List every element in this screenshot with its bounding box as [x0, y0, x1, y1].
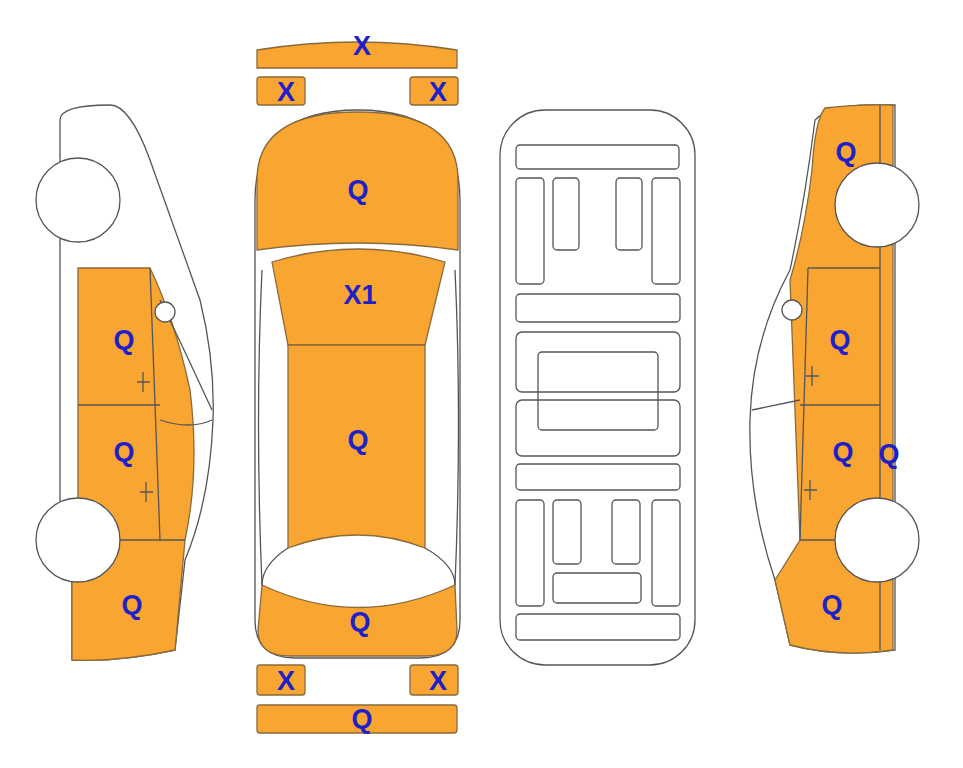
left-front-wheel	[36, 158, 120, 242]
damage-code: X1	[343, 282, 376, 309]
front-corner-right	[410, 77, 458, 105]
right-rear-wheel	[835, 498, 919, 582]
damage-code: Q	[832, 439, 853, 466]
left-mirror	[155, 302, 175, 322]
rear-corner-right	[410, 665, 458, 695]
left-rear-wheel	[36, 498, 120, 582]
damage-code: X	[277, 79, 295, 106]
damage-code: Q	[349, 609, 370, 636]
damage-code: Q	[113, 327, 134, 354]
front-corner-left	[257, 77, 305, 105]
damage-code: Q	[351, 706, 372, 733]
rear-bumper	[257, 705, 457, 733]
right-front-wheel	[835, 163, 919, 247]
left-side-lines	[78, 268, 212, 540]
damage-code: Q	[835, 139, 856, 166]
damage-code: Q	[829, 327, 850, 354]
damage-code: X	[429, 79, 447, 106]
roof	[288, 345, 425, 548]
damage-code: Q	[347, 427, 368, 454]
top-view-body	[255, 110, 460, 658]
windshield	[272, 249, 445, 345]
damage-code: Q	[113, 439, 134, 466]
trunk	[258, 585, 457, 656]
damage-code: Q	[121, 592, 142, 619]
damage-code: Q	[821, 592, 842, 619]
rear-window	[262, 548, 455, 585]
right-mirror	[782, 300, 802, 320]
left-side-panels	[72, 268, 194, 660]
damage-code: X	[429, 668, 447, 695]
hood	[257, 112, 458, 250]
damage-code: Q	[347, 177, 368, 204]
car-outlines	[36, 42, 919, 733]
damage-code: X	[353, 33, 371, 60]
underside-body	[500, 110, 695, 665]
top-view-sides	[259, 270, 459, 585]
left-handles	[137, 372, 153, 502]
right-handles	[804, 366, 819, 500]
damage-code: X	[277, 668, 295, 695]
damage-code: Q	[878, 441, 899, 468]
underside-panels	[516, 145, 680, 640]
rear-corner-left	[257, 665, 305, 695]
